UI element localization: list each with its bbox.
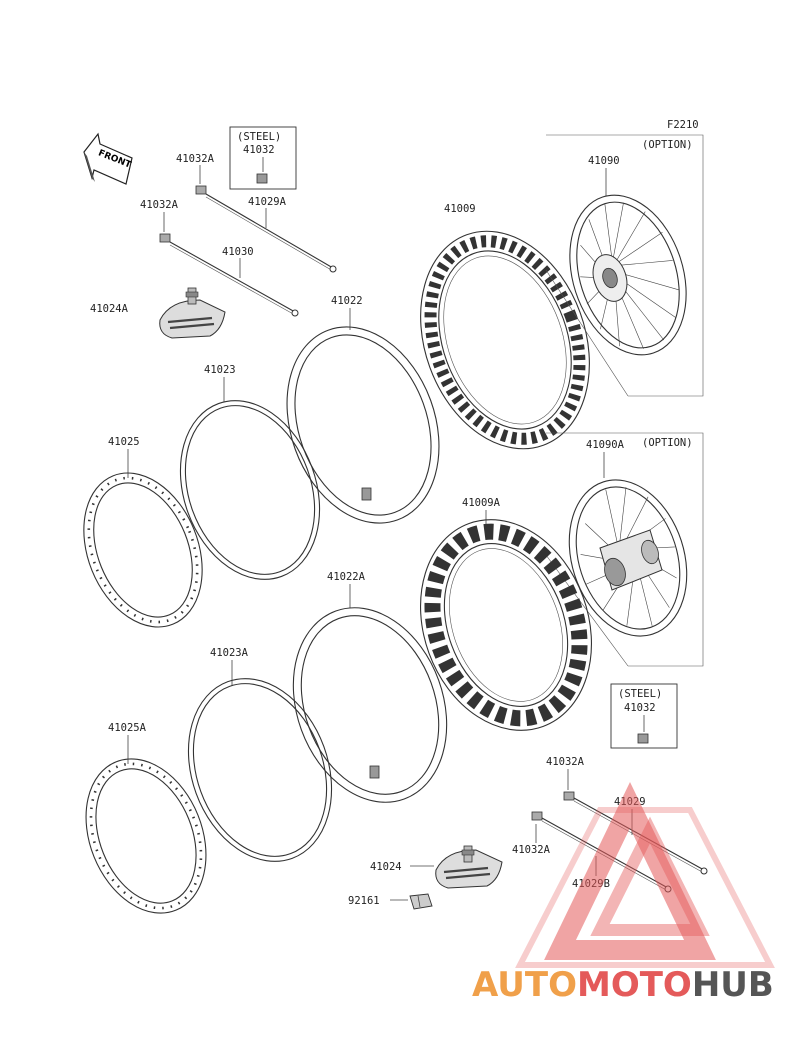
spoke-nipple-2 — [159, 233, 171, 243]
watermark-part3: HUB — [692, 965, 774, 1005]
wheel-41090A — [568, 479, 688, 637]
label-41024: 41024 — [370, 861, 402, 873]
steel-box-top: (STEEL) 41032 — [229, 126, 297, 190]
watermark-logo: AUTOMOTOHUB — [472, 781, 775, 1005]
steel-box-top-title: (STEEL) — [237, 131, 281, 143]
rim-41025 — [83, 472, 203, 628]
label-41032A-2: 41032A — [140, 199, 179, 211]
option-frame-top — [545, 134, 704, 397]
tire-41009A — [419, 519, 593, 731]
label-41009A: 41009A — [462, 497, 501, 509]
label-41025A: 41025A — [108, 722, 147, 734]
rim-band-41023A — [187, 678, 333, 862]
rim-lock-41024A — [159, 287, 226, 339]
option-top-label: (OPTION) — [642, 139, 693, 151]
diagram-code: F2210 — [667, 119, 699, 131]
steel-box-bottom-title: (STEEL) — [618, 688, 662, 700]
spoke-nipple-3 — [563, 791, 575, 801]
spoke-41030 — [169, 241, 296, 313]
option-bottom-label: (OPTION) — [642, 437, 693, 449]
label-41030: 41030 — [222, 246, 254, 258]
label-41009: 41009 — [444, 203, 476, 215]
front-arrow-icon: FRONT — [83, 132, 133, 185]
steel-box-bottom-part: 41032 — [624, 702, 656, 714]
label-41032A-3: 41032A — [546, 756, 585, 768]
label-41022: 41022 — [331, 295, 363, 307]
inner-tube-41022 — [286, 326, 440, 524]
watermark-part1: AUTO — [472, 965, 577, 1005]
watermark-part2: MOTO — [577, 965, 692, 1005]
label-41090: 41090 — [588, 155, 620, 167]
rim-band-41023 — [179, 400, 321, 580]
label-41023A: 41023A — [210, 647, 249, 659]
tire-41009 — [420, 230, 590, 450]
label-92161: 92161 — [348, 895, 380, 907]
steel-box-bottom: (STEEL) 41032 — [610, 683, 678, 749]
nut-92161 — [409, 893, 433, 910]
inner-tube-41022A — [292, 607, 448, 803]
steel-box-top-part: 41032 — [243, 144, 275, 156]
rim-41025A — [85, 758, 207, 914]
wheel-41090 — [569, 194, 687, 356]
label-41029A: 41029A — [248, 196, 287, 208]
label-41023: 41023 — [204, 364, 236, 376]
label-41024A: 41024A — [90, 303, 129, 315]
label-41025: 41025 — [108, 436, 140, 448]
spoke-41029A — [205, 193, 334, 269]
label-41090A: 41090A — [586, 439, 625, 451]
label-41022A: 41022A — [327, 571, 366, 583]
label-41032A-4: 41032A — [512, 844, 551, 856]
spoke-nipple-4 — [531, 811, 543, 821]
rim-lock-41024 — [435, 845, 503, 889]
watermark-text: AUTOMOTOHUB — [472, 965, 774, 1005]
spoke-nipple-1 — [195, 185, 207, 195]
label-41032A-1: 41032A — [176, 153, 215, 165]
